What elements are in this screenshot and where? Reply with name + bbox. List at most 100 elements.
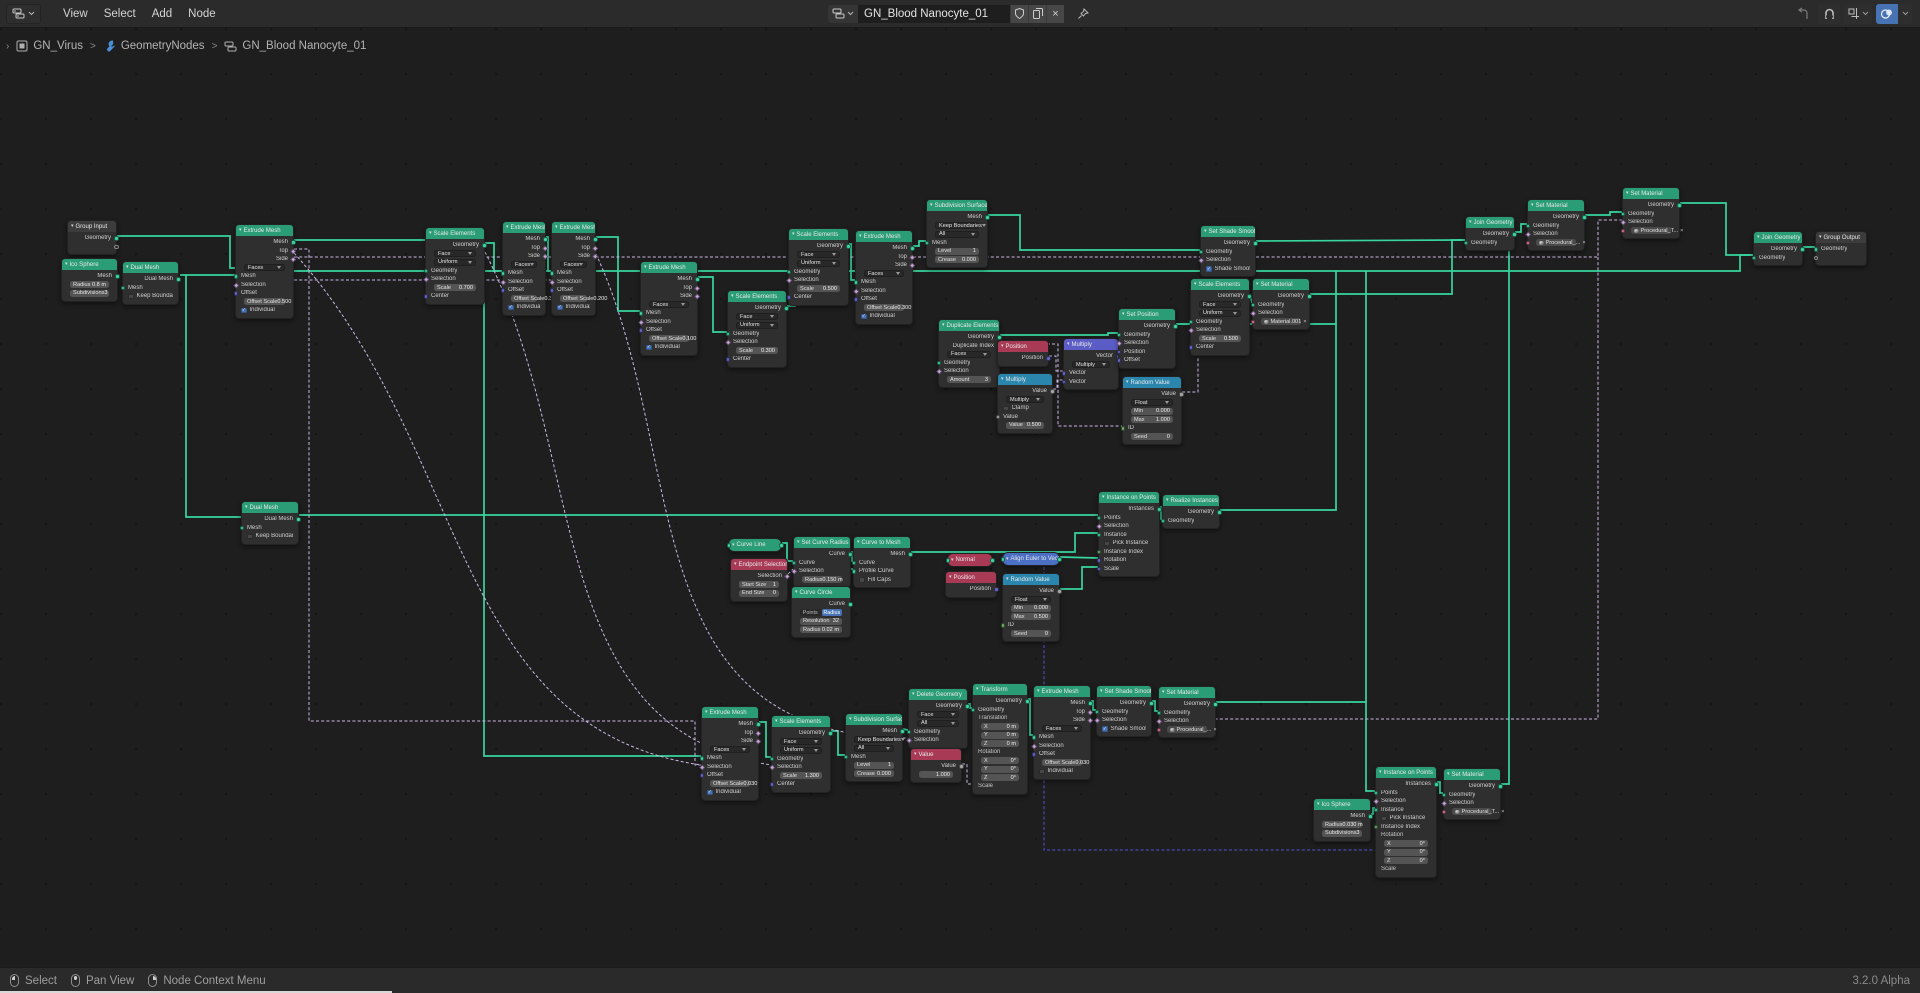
checkbox[interactable] bbox=[1003, 405, 1009, 411]
collapse-arrow-icon[interactable]: ▾ bbox=[65, 261, 68, 267]
node-header[interactable]: ▾Set Shade Smooth bbox=[1097, 686, 1151, 697]
input-socket[interactable] bbox=[1525, 240, 1530, 245]
node-link[interactable] bbox=[1059, 556, 1099, 559]
node-link[interactable] bbox=[698, 276, 727, 333]
input-socket[interactable] bbox=[1373, 790, 1378, 795]
input-socket[interactable] bbox=[1620, 211, 1625, 216]
output-socket[interactable] bbox=[1498, 784, 1503, 789]
output-socket[interactable] bbox=[1025, 699, 1030, 704]
node-link[interactable] bbox=[596, 236, 640, 312]
collapse-arrow-icon[interactable]: ▾ bbox=[239, 227, 242, 233]
output-socket[interactable] bbox=[997, 335, 1002, 340]
collapse-arrow-icon[interactable]: ▾ bbox=[1122, 311, 1125, 317]
output-socket[interactable] bbox=[1253, 241, 1258, 246]
dropdown[interactable]: Uniform bbox=[1199, 309, 1241, 317]
checkbox[interactable]: ✓ bbox=[557, 304, 563, 310]
node-header[interactable]: ▾Instance on Points bbox=[1376, 767, 1436, 778]
go-to-parent-button[interactable] bbox=[1792, 4, 1814, 24]
input-socket[interactable] bbox=[1813, 247, 1818, 252]
output-socket[interactable] bbox=[593, 237, 598, 242]
collapse-arrow-icon[interactable]: ▾ bbox=[1819, 234, 1822, 240]
input-socket[interactable] bbox=[995, 414, 1000, 419]
dropdown[interactable]: Uniform bbox=[434, 258, 476, 266]
output-socket[interactable] bbox=[1057, 589, 1062, 594]
dropdown[interactable]: Multiply bbox=[1072, 361, 1110, 369]
node-curve-line[interactable]: ▾Curve Line bbox=[726, 538, 784, 552]
node-header[interactable]: ▾Value bbox=[911, 749, 961, 760]
node-header[interactable]: ▾Set Material bbox=[1253, 279, 1309, 290]
output-socket[interactable] bbox=[1247, 294, 1252, 299]
collapse-arrow-icon[interactable]: ▾ bbox=[705, 709, 708, 715]
node-header[interactable]: ▾Multiply bbox=[1064, 339, 1118, 350]
collapse-arrow-icon[interactable]: ▾ bbox=[506, 224, 509, 230]
input-socket[interactable] bbox=[1116, 332, 1121, 337]
node-header[interactable]: ▾Align Euler to Vector bbox=[1003, 553, 1059, 565]
dropdown[interactable]: Uniform bbox=[736, 321, 778, 329]
output-socket[interactable] bbox=[1368, 814, 1373, 819]
input-socket[interactable] bbox=[1061, 371, 1066, 376]
dropdown[interactable]: Faces bbox=[511, 261, 537, 269]
dropdown[interactable]: Float bbox=[1011, 596, 1051, 604]
dropdown[interactable]: All bbox=[935, 230, 979, 238]
input-socket[interactable] bbox=[1373, 824, 1378, 829]
node-link[interactable] bbox=[294, 248, 701, 766]
checkbox[interactable] bbox=[1104, 540, 1110, 546]
input-socket[interactable] bbox=[699, 756, 704, 761]
collapse-arrow-icon[interactable]: ▾ bbox=[912, 691, 915, 697]
dropdown[interactable]: Uniform bbox=[780, 746, 822, 754]
collapse-arrow-icon[interactable]: ▾ bbox=[792, 231, 795, 237]
toggle-option[interactable]: Points bbox=[800, 609, 821, 617]
node-header[interactable]: ▾Delete Geometry bbox=[909, 689, 967, 700]
node-header[interactable]: ▾Set Curve Radius bbox=[794, 537, 850, 548]
input-socket[interactable] bbox=[726, 543, 731, 548]
dropdown[interactable]: Faces bbox=[244, 264, 285, 272]
collapse-arrow-icon[interactable]: ▾ bbox=[732, 541, 735, 548]
dropdown[interactable]: Keep Boundaries bbox=[935, 222, 986, 230]
node-header[interactable]: ▾Extrude Mesh bbox=[641, 262, 697, 273]
node-header[interactable]: ▾Group Input bbox=[68, 221, 116, 232]
collapse-arrow-icon[interactable]: ▾ bbox=[1162, 689, 1165, 695]
output-socket[interactable] bbox=[1217, 510, 1222, 515]
output-socket[interactable] bbox=[296, 517, 301, 522]
collapse-arrow-icon[interactable]: ▾ bbox=[1006, 555, 1009, 562]
node-link[interactable] bbox=[1000, 332, 1118, 336]
node-link[interactable] bbox=[1049, 355, 1063, 372]
dropdown[interactable]: Face bbox=[1199, 301, 1241, 309]
menu-view[interactable]: View bbox=[63, 7, 88, 20]
node-header[interactable]: ▾Curve Line bbox=[729, 539, 781, 551]
material-field[interactable]: Procedural_...× bbox=[1536, 239, 1586, 247]
input-socket[interactable] bbox=[769, 782, 774, 787]
node-header[interactable]: ▾Dual Mesh bbox=[123, 262, 178, 273]
collapse-arrow-icon[interactable]: ▾ bbox=[734, 561, 737, 567]
node-header[interactable]: ▾Position bbox=[998, 341, 1048, 352]
node-header[interactable]: ▾Extrude Mesh bbox=[236, 225, 293, 236]
dropdown[interactable]: Multiply bbox=[1006, 396, 1044, 404]
node-link[interactable] bbox=[1680, 202, 1753, 256]
node-link[interactable] bbox=[116, 235, 235, 269]
input-socket[interactable] bbox=[1031, 735, 1036, 740]
node-header[interactable]: ▾Extrude Mesh bbox=[702, 707, 758, 718]
input-socket[interactable] bbox=[851, 560, 856, 565]
checkbox[interactable]: ✓ bbox=[508, 304, 514, 310]
input-socket[interactable] bbox=[233, 291, 238, 296]
input-socket[interactable] bbox=[1031, 752, 1036, 757]
input-socket[interactable] bbox=[500, 271, 505, 276]
